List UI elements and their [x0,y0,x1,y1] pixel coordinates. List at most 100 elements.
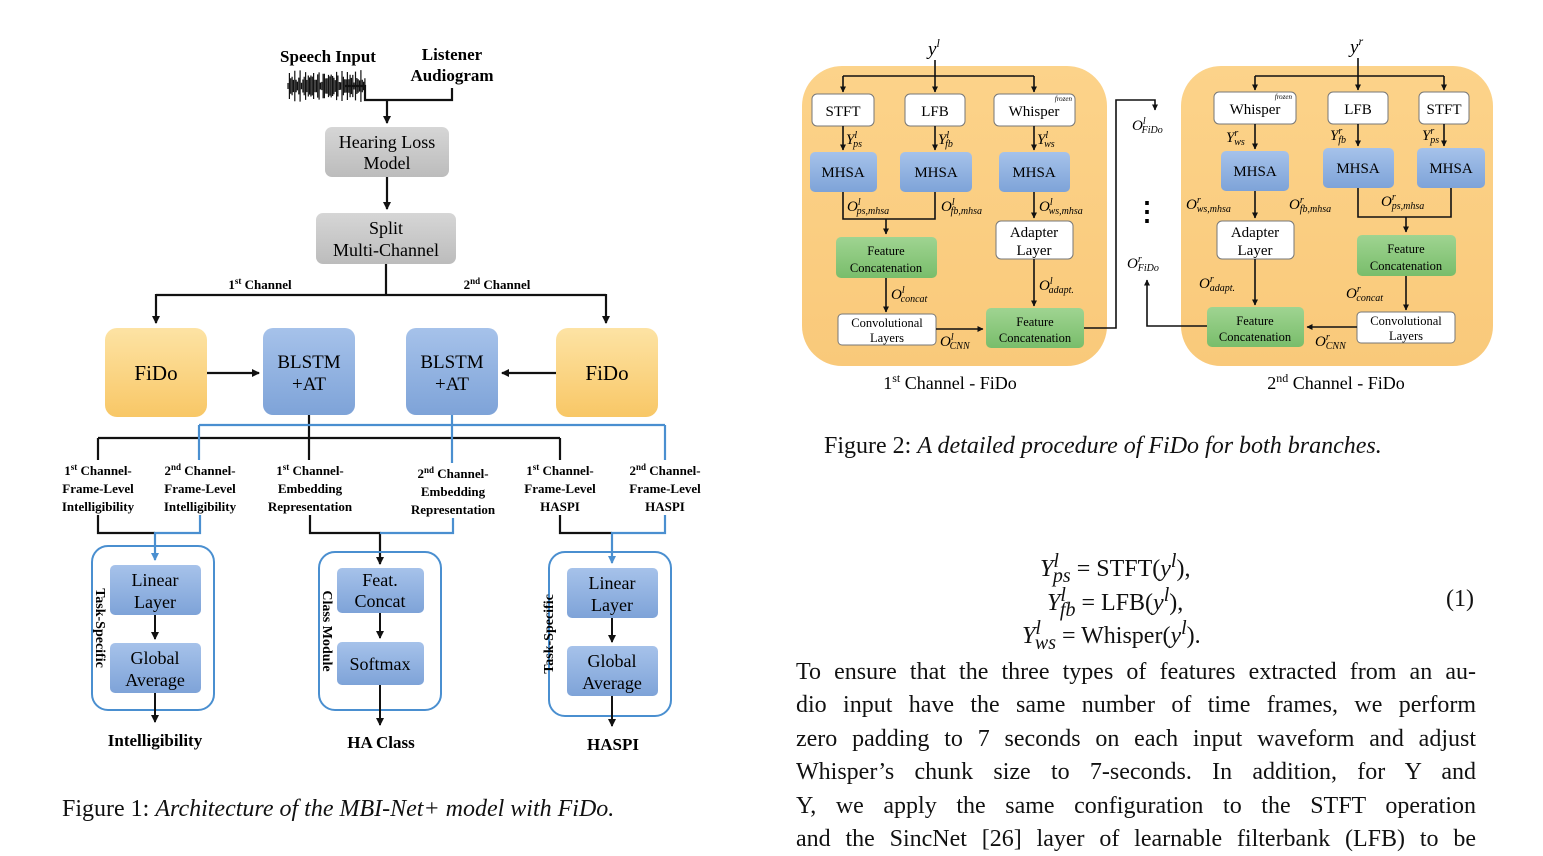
hearing-loss-model-box [325,127,449,177]
conv-right-2: Layers [1389,329,1423,343]
global-average-left-1: Global [131,648,180,668]
mhsa-label-right-1: MHSA [1233,164,1277,180]
figure-1-caption-text: Architecture of the MBI-Net+ model with … [155,796,615,822]
softmax-label: Softmax [350,654,411,674]
output-label-2-line3: Intelligibility [164,499,237,514]
stft-label-left: STFT [825,104,860,120]
linear-layer-right-2: Layer [591,595,633,615]
output-label-2-line2: Frame-Level [164,481,236,496]
feature-concat-box-right-2 [1207,307,1304,347]
output-label-5: 1st Channel- [526,462,594,478]
adapter-right-2: Layer [1238,243,1273,259]
fido-label-right: FiDo [585,361,628,385]
figure-2-caption: Figure 2: A detailed procedure of FiDo f… [824,433,1382,460]
feature-concat-right-1b: Concatenation [1370,259,1443,273]
lfb-label-left: LFB [921,104,949,120]
listener-label-1: Listener [422,45,483,64]
fido-panel-left-label: 1st Channel - FiDo [883,371,1017,393]
fido-panel-right [1181,66,1493,366]
paragraph-line-2: dio input have the same number of time f… [796,692,1476,719]
figure-1-caption-prefix: Figure 1: [62,796,156,822]
input-yr: yr [1348,34,1363,58]
mhsa-box-right-1 [1221,151,1289,191]
listener-label-2: Audiogram [410,66,493,85]
fido-label-left: FiDo [134,361,177,385]
global-average-right-2: Average [582,673,642,693]
mhsa-label-right-3: MHSA [1429,161,1473,177]
speech-input-label: Speech Input [280,47,376,66]
output-label-6: 2nd Channel- [629,462,700,478]
mhsa-box-left-2 [900,152,972,192]
mhsa-box-right-3 [1417,148,1485,188]
output-label-6-line2: Frame-Level [629,481,701,496]
feature-concat-box-right-1 [1357,235,1456,276]
global-average-box-right [567,646,658,696]
mhsa-box-left-1 [810,152,877,192]
task-specific-module-left [91,545,215,711]
mhsa-label-left-3: MHSA [1012,165,1056,181]
global-average-box-left [110,643,201,693]
paragraph-line-1: To ensure that the three types of featur… [796,659,1476,685]
split-label-1: Split [369,218,403,238]
final-intelligibility: Intelligibility [108,731,203,750]
continuation-dots: ⋮ [1134,197,1160,226]
mhsa-box-right-2 [1323,148,1394,188]
adapter-left-1: Adapter [1010,225,1058,241]
whisper-label-left: Whisper [1009,104,1060,120]
output-label-5-line3: HASPI [540,499,580,514]
blstm-box-right [406,328,498,415]
feature-concat-left-2a: Feature [1016,315,1054,329]
split-multi-channel-box [316,213,456,264]
blstm-box-left [263,328,355,415]
figure-1-diagram: Speech Input Listener Audiogram Hearing … [62,45,701,754]
stft-label-right: STFT [1426,102,1461,118]
whisper-label-right: Whisper [1230,102,1281,118]
paragraph-line-4: Whisper’s chunk size to 7-seconds. In ad… [796,759,1476,786]
output-label-5-line2: Frame-Level [524,481,596,496]
feature-concat-left-1a: Feature [867,244,905,258]
channel-2-label: 2nd Channel [464,276,531,292]
figure-1-caption: Figure 1: Architecture of the MBI-Net+ m… [62,796,614,823]
feature-concat-right-1a: Feature [1387,242,1425,256]
paragraph-line-6: and the SincNet [26] layer of learnable … [796,826,1476,853]
blstm-label-right-2: +AT [435,374,469,395]
class-module-label: Class Module [319,590,334,671]
feature-concat-box-left-2 [986,308,1084,348]
output-label-1-line2: Frame-Level [62,481,134,496]
linear-layer-box-left [110,565,201,615]
output-label-1-line3: Intelligibility [62,499,135,514]
feature-concat-left-2b: Concatenation [999,331,1072,345]
blstm-label-right-1: BLSTM [420,352,483,373]
task-specific-module-right [548,551,672,717]
frozen-label-left: frozen [1055,95,1073,103]
adapter-left-2: Layer [1017,243,1052,259]
mhsa-label-left-1: MHSA [821,165,865,181]
task-specific-label-right: Task-Specific [542,594,557,674]
feat-concat-2: Concat [355,591,406,611]
equation-row-3: Ylws = Whisper(yl). [1022,617,1201,654]
feature-concat-left-1b: Concatenation [850,261,923,275]
equation-row-2: Ylfb = LFB(yl), [1047,584,1184,621]
output-label-1: 1st Channel- [64,462,132,478]
global-average-right-1: Global [588,651,637,671]
figure-2-caption-text: A detailed procedure of FiDo for both br… [917,433,1382,459]
linear-layer-left-1: Linear [132,570,179,590]
feature-concat-right-2a: Feature [1236,314,1274,328]
hearing-loss-label-2: Model [364,153,411,173]
